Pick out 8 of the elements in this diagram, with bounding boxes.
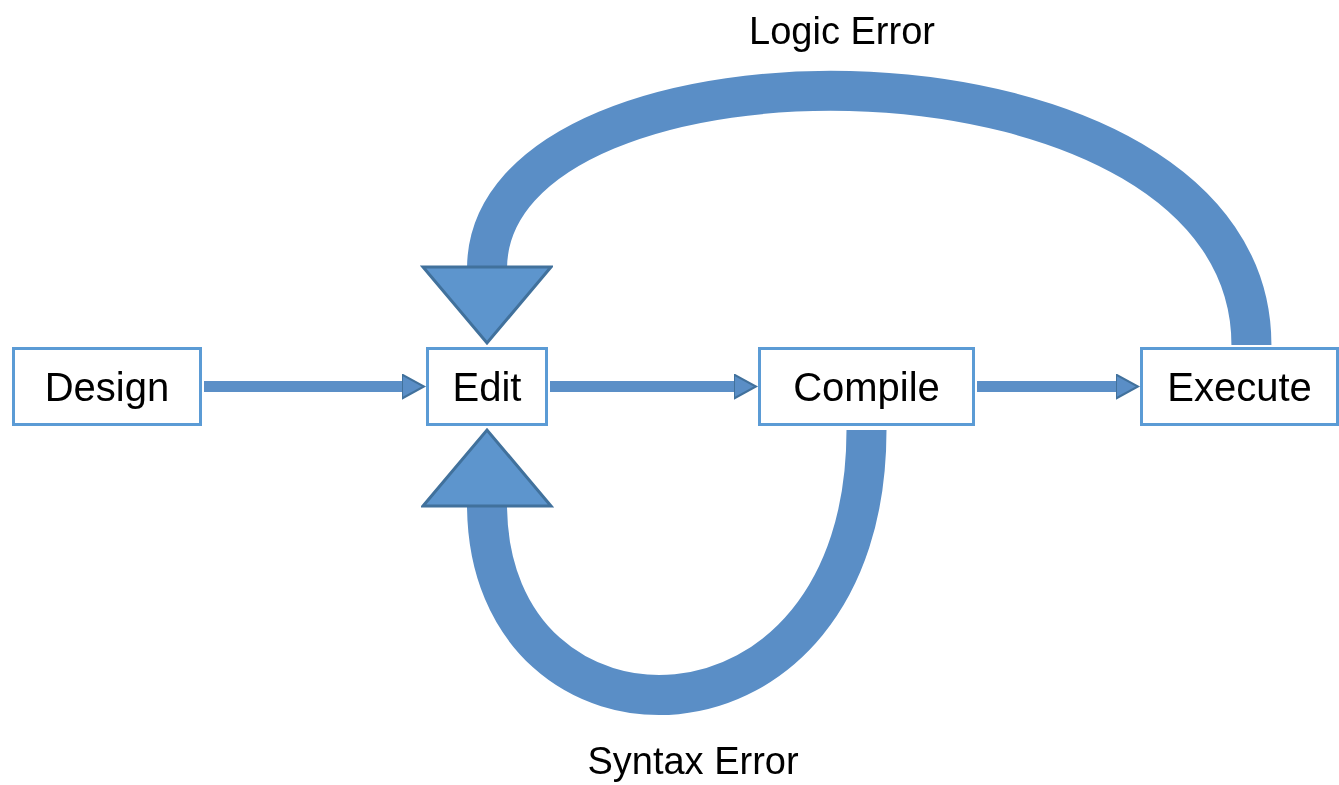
- process-box: Design: [12, 347, 202, 426]
- arrow: [550, 373, 757, 400]
- arrow: [977, 373, 1139, 400]
- process-box: Execute: [1140, 347, 1339, 426]
- process-box: Compile: [758, 347, 975, 426]
- arrow: [204, 373, 425, 400]
- arrow: [422, 428, 887, 715]
- process-box: Edit: [426, 347, 548, 426]
